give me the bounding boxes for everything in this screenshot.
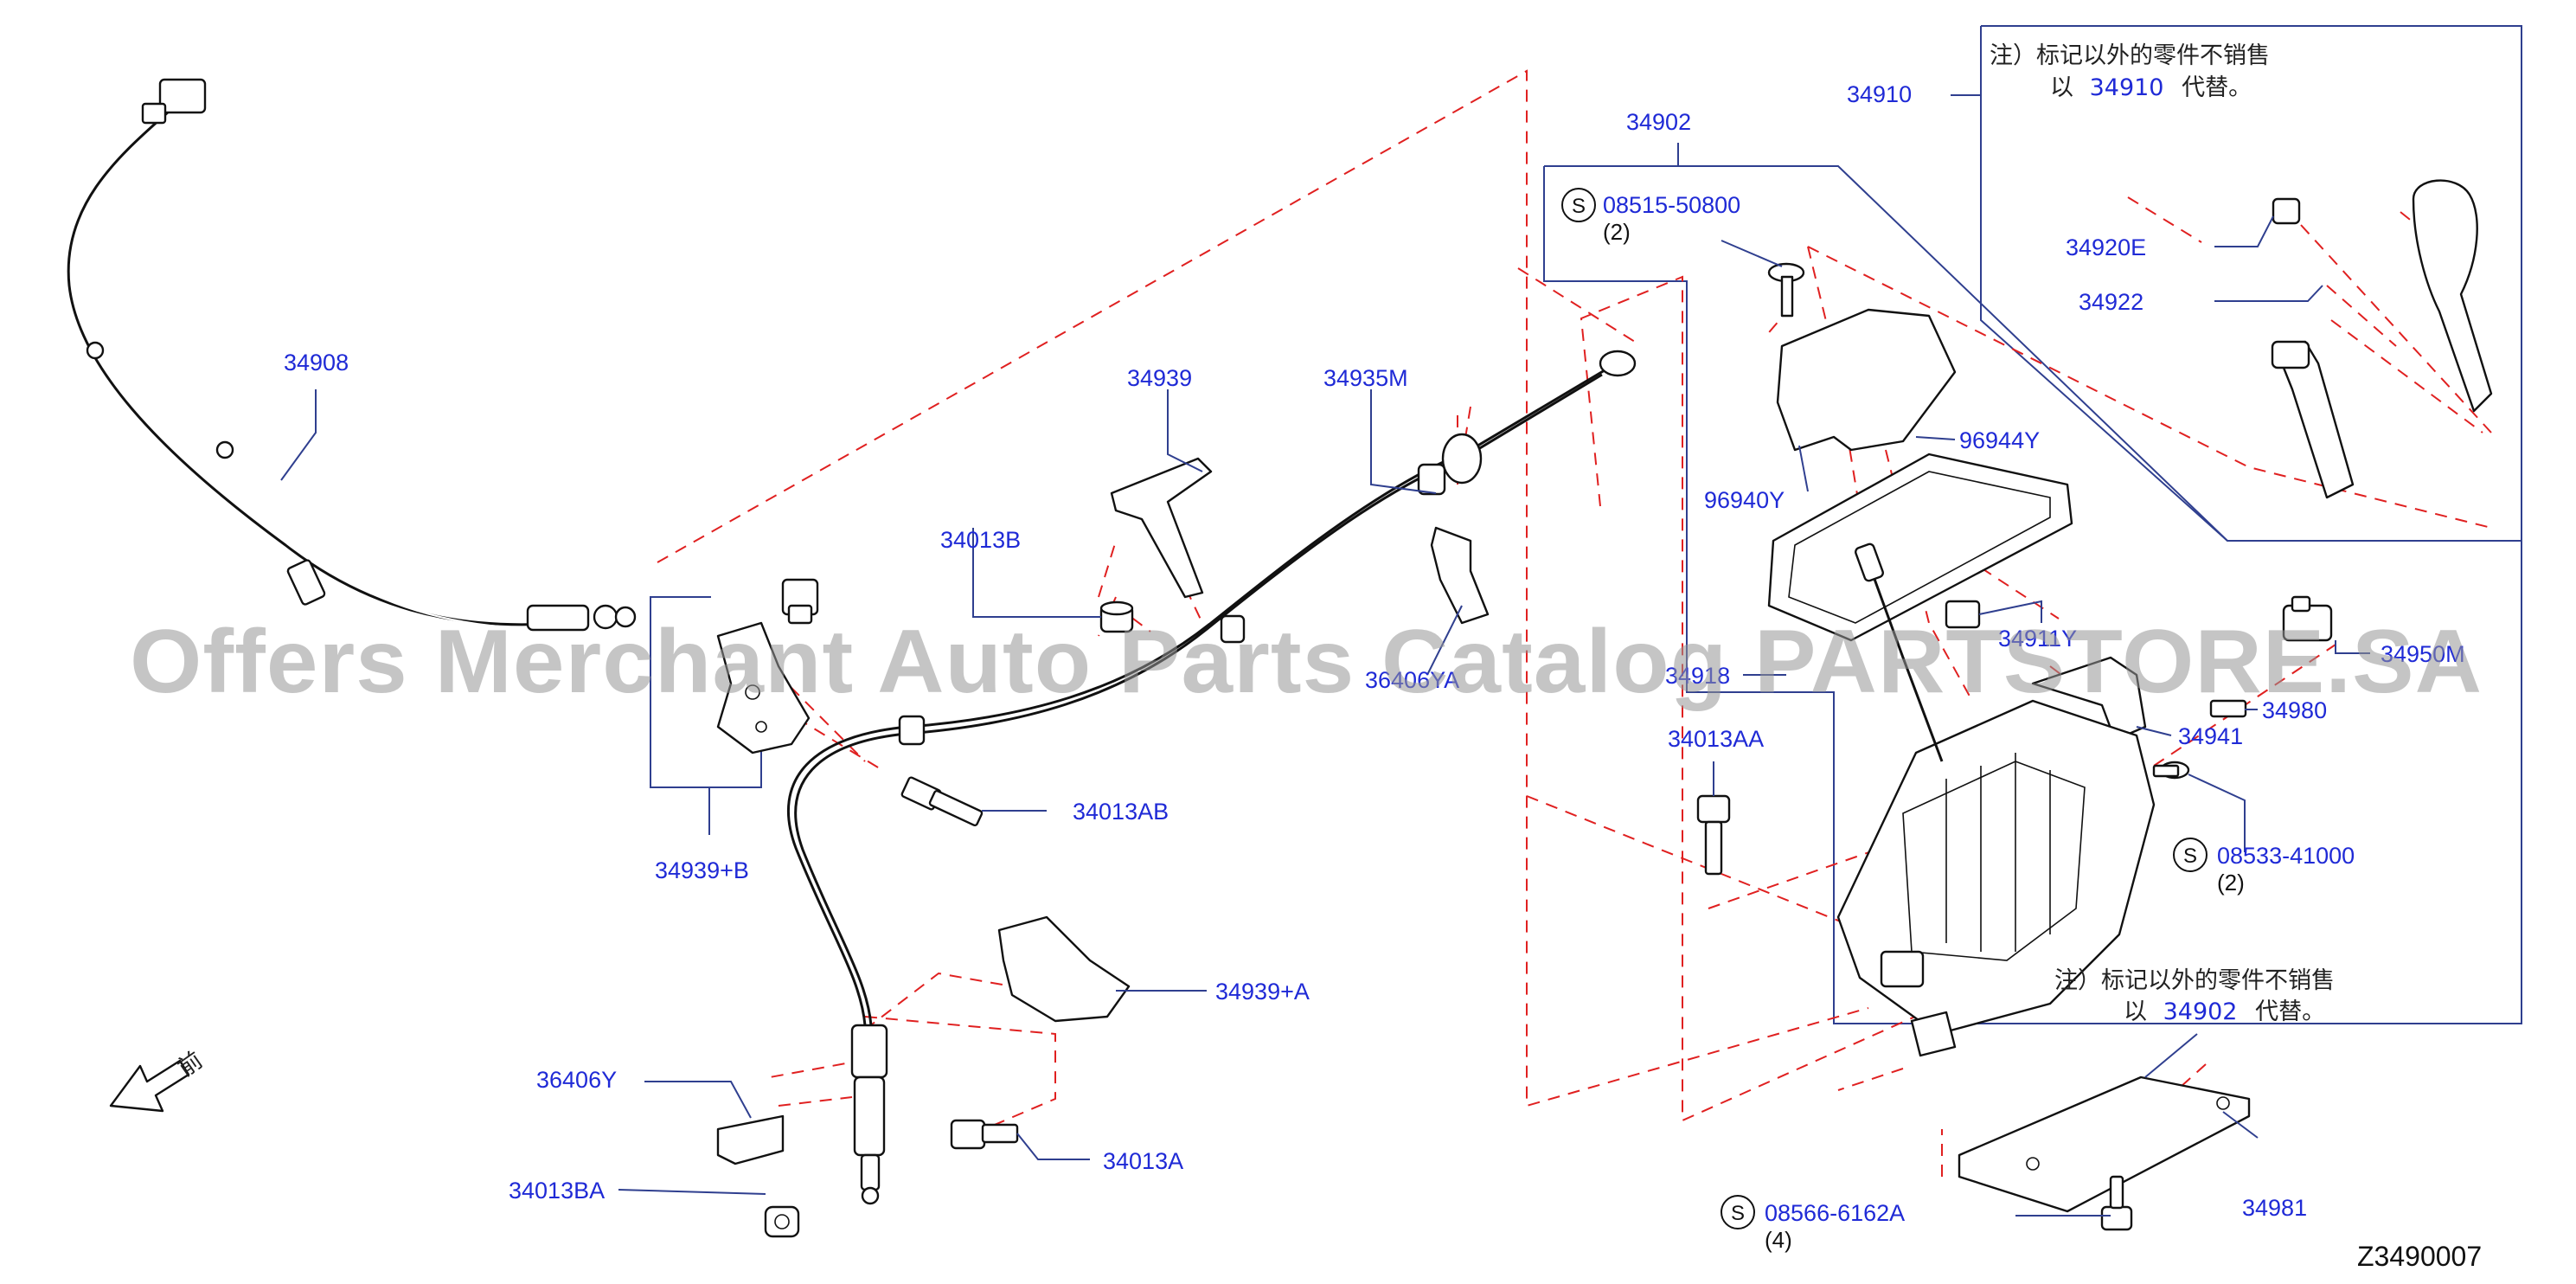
frame-34902 [1543,165,2522,1024]
standard-part-qty: (2) [2217,870,2245,896]
note-34910: 注）标记以外的零件不销售 以 34910 代替。 [1990,42,2270,101]
nut-34013b [1099,600,1134,633]
callout-96944y[interactable]: 96944Y [1959,427,2040,453]
callout-34920e[interactable]: 34920E [2066,234,2146,260]
callout-34981[interactable]: 34981 [2242,1195,2307,1221]
standard-parts: S 08515-50800 (2) S 08533-41000 (2) S 08… [1561,188,2355,1253]
part-illustrations [67,78,2493,1238]
standard-part-08566-6162a[interactable]: S 08566-6162A (4) [1721,1195,1905,1253]
standard-part-08515-50800[interactable]: S 08515-50800 (2) [1561,188,1740,245]
gasket-34918 [1767,453,2073,642]
indicator-96940y [1776,308,1957,452]
bolt-08566 [2100,1175,2133,1231]
leader-lines [280,94,2370,1217]
callout-34939-plus-b[interactable]: 34939+B [655,857,749,883]
callout-34013ba[interactable]: 34013BA [509,1178,605,1204]
nut-34013ba [764,1205,800,1238]
note-line1: 注）标记以外的零件不销售 [1990,42,2270,69]
s-symbol: S [1731,1202,1745,1225]
callout-34980[interactable]: 34980 [2262,697,2327,723]
button-34920e [2272,197,2301,225]
callout-34013ab[interactable]: 34013AB [1073,799,1169,825]
callout-34908[interactable]: 34908 [284,350,349,376]
assembly-frames [650,25,2522,1024]
shifter-housing [1836,542,2156,1057]
s-symbol: S [2183,844,2197,868]
note-part-link[interactable]: 34902 [2163,998,2238,1025]
callout-34950m[interactable]: 34950M [2381,641,2465,667]
front-arrow-icon [109,1059,190,1113]
plate-34981 [1958,1075,2251,1213]
clip-36406y [716,1114,785,1165]
standard-part-08533-41000[interactable]: S 08533-41000 (2) [2173,838,2355,896]
callout-34935m[interactable]: 34935M [1323,365,1408,391]
bracket-34941 [2031,656,2147,742]
clip-36406ya [1430,526,1490,625]
callout-labels: 34908 34939 34935M 34013B 36406YA 34939+… [284,81,2465,1221]
bracket-34939b [716,578,819,754]
callout-34911y[interactable]: 34911Y [1998,626,2077,652]
note-34902: 注）标记以外的零件不销售 以 34902 代替。 [2054,967,2335,1025]
callout-96940y[interactable]: 96940Y [1704,487,1785,513]
callout-34910[interactable]: 34910 [1847,81,1912,107]
standard-part-label: 08515-50800 [1603,192,1740,218]
callout-34013aa[interactable]: 34013AA [1668,726,1764,752]
callout-36406y[interactable]: 36406Y [536,1067,617,1093]
switch-34950m [2282,595,2333,642]
callout-34902[interactable]: 34902 [1626,109,1691,135]
standard-part-qty: (4) [1765,1227,1792,1253]
callout-34939-plus-a[interactable]: 34939+A [1215,979,1310,1005]
knob-34922 [2271,179,2493,499]
bolt-34013ab [900,776,984,827]
screw-08515 [1767,262,1805,318]
note-part-link[interactable]: 34910 [2090,74,2164,101]
bracket-34939 [1110,457,1213,599]
note-line2: 以 34910 代替。 [2050,74,2252,101]
callout-34941[interactable]: 34941 [2178,723,2243,749]
standard-part-label: 08533-41000 [2217,843,2355,869]
callout-34918[interactable]: 34918 [1665,663,1730,689]
note-line1: 注）标记以外的零件不销售 [2054,967,2335,994]
bolt-34013a [950,1119,1019,1150]
frame-34939b [650,596,762,788]
watermark: Offers Merchant Auto Parts Catalog PARTS… [130,612,2483,712]
s-symbol: S [1572,195,1586,218]
callout-34013a[interactable]: 34013A [1103,1148,1183,1174]
bracket-34939a [997,915,1131,1023]
note-line2: 以 34902 代替。 [2124,998,2325,1025]
standard-part-label: 08566-6162A [1765,1200,1905,1226]
cable-34908 [67,78,637,632]
callout-34922[interactable]: 34922 [2079,289,2143,315]
diagram-code: Z3490007 [2357,1241,2482,1272]
standard-part-qty: (2) [1603,219,1631,245]
callout-36406ya[interactable]: 36406YA [1365,667,1459,693]
cable-34935m [786,350,1637,1205]
screw-08533 [2152,761,2190,780]
callout-34013b[interactable]: 34013B [940,527,1021,553]
callout-34939[interactable]: 34939 [1127,365,1192,391]
bolt-34013aa [1696,794,1731,876]
